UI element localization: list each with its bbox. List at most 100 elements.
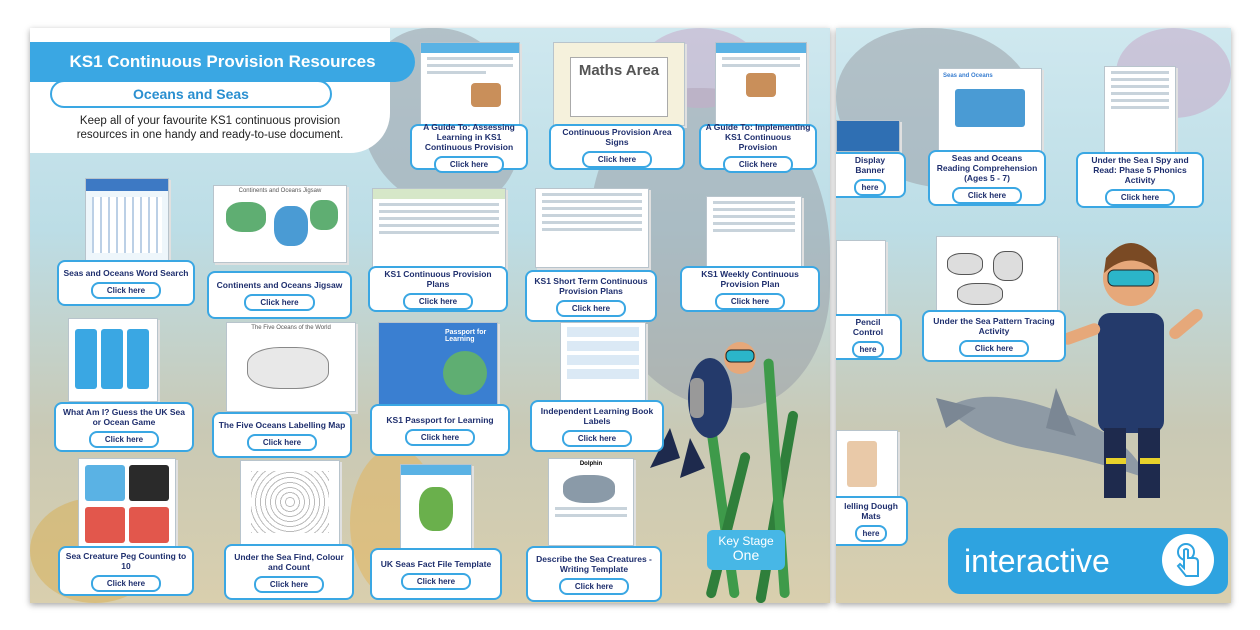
click-here-button[interactable]: Click here — [714, 292, 786, 310]
card-label: KS1 Weekly Continuous Provision Plan Cli… — [680, 266, 820, 312]
card-title: UK Seas Fact File Template — [380, 558, 492, 569]
resource-thumbnail — [836, 240, 886, 316]
card-label: KS1 Passport for Learning Click here — [370, 404, 510, 456]
resource-thumbnail: The Five Oceans of the World — [226, 322, 356, 412]
resource-thumbnail: Maths Area — [553, 42, 685, 126]
logo-line-2: One — [732, 547, 760, 563]
click-here-button[interactable]: Click here — [90, 281, 162, 299]
resource-thumbnail — [535, 188, 649, 268]
click-here-button[interactable]: here — [854, 524, 888, 542]
click-here-button[interactable]: Click here — [244, 293, 315, 311]
click-here-button[interactable]: Click here — [400, 572, 472, 590]
click-here-button[interactable]: Click here — [253, 575, 325, 593]
card-title: What Am I? Guess the UK Sea or Ocean Gam… — [62, 406, 185, 427]
resource-thumbnail — [1104, 66, 1176, 154]
page-subtitle: Oceans and Seas — [50, 80, 332, 108]
resource-thumbnail — [936, 236, 1058, 314]
resource-thumbnail — [560, 322, 646, 406]
card-label: Independent Learning Book Labels Click h… — [530, 400, 664, 452]
thumb-heading: Seas and Oceans — [943, 73, 993, 79]
resource-thumbnail — [836, 120, 900, 152]
card-title: KS1 Weekly Continuous Provision Plan — [701, 268, 799, 289]
resource-thumbnail — [240, 460, 340, 546]
resource-thumbnail: Passport for Learning — [378, 322, 498, 406]
card-title: Pencil Control — [852, 316, 884, 337]
resource-thumbnail — [706, 196, 802, 268]
card-title: Continuous Provision Area Signs — [562, 126, 672, 147]
card-label: Under the Sea I Spy and Read: Phase 5 Ph… — [1076, 152, 1204, 208]
page-title: KS1 Continuous Provision Resources — [30, 42, 415, 82]
card-title: Under the Sea Find, Colour and Count — [234, 551, 344, 572]
click-here-button[interactable]: Click here — [555, 299, 627, 317]
click-here-button[interactable]: Click here — [433, 155, 505, 173]
card-title: A Guide To: Assessing Learning in KS1 Co… — [423, 121, 515, 152]
card-title: Describe the Sea Creatures - Writing Tem… — [536, 553, 652, 574]
interactive-label: interactive — [964, 542, 1110, 579]
click-here-button[interactable]: Click here — [722, 155, 794, 173]
resource-thumbnail — [68, 318, 158, 402]
card-label: Describe the Sea Creatures - Writing Tem… — [526, 546, 662, 602]
intro-text: Keep all of your favourite KS1 continuou… — [76, 115, 344, 141]
card-label: Continuous Provision Area Signs Click he… — [549, 124, 685, 170]
click-here-button[interactable]: Click here — [558, 577, 630, 595]
card-title: A Guide To: Implementing KS1 Continuous … — [705, 121, 811, 152]
resource-thumbnail: Seas and Oceans — [938, 68, 1042, 152]
card-title: KS1 Continuous Provision Plans — [384, 268, 492, 289]
resource-thumbnail — [78, 458, 176, 550]
scuba-diver-illustration — [650, 342, 756, 478]
card-label: What Am I? Guess the UK Sea or Ocean Gam… — [54, 402, 194, 452]
resource-thumbnail — [85, 178, 169, 262]
card-title: Display Banner — [854, 154, 886, 175]
card-label: Display Banner here — [836, 152, 906, 198]
thumb-heading: Dolphin — [579, 461, 603, 467]
card-title: Seas and Oceans Word Search — [63, 267, 189, 278]
thumb-heading: The Five Oceans of the World — [251, 325, 331, 331]
click-here-button[interactable]: Click here — [404, 428, 476, 446]
card-label: Under the Sea Pattern Tracing Activity C… — [922, 310, 1066, 362]
card-title: KS1 Short Term Continuous Provision Plan… — [534, 275, 648, 296]
card-label: Sea Creature Peg Counting to 10 Click he… — [58, 546, 194, 596]
click-here-button[interactable]: Click here — [958, 339, 1030, 357]
card-label: Pencil Control here — [836, 314, 902, 360]
card-title: KS1 Passport for Learning — [386, 414, 494, 425]
card-label: Continents and Oceans Jigsaw Click here — [207, 271, 352, 319]
click-here-button[interactable]: Click here — [246, 433, 318, 451]
card-label: The Five Oceans Labelling Map Click here — [212, 412, 352, 458]
card-label: KS1 Continuous Provision Plans Click her… — [368, 266, 508, 312]
click-here-button[interactable]: Click here — [90, 574, 162, 592]
card-label: lelling Dough Mats here — [836, 496, 908, 546]
logo-line-1: Key Stage — [718, 534, 774, 548]
click-here-button[interactable]: Click here — [402, 292, 474, 310]
maths-area-sign: Maths Area — [570, 57, 668, 117]
card-title: The Five Oceans Labelling Map — [218, 419, 346, 430]
shark-illustration — [936, 388, 1146, 478]
card-title: Continents and Oceans Jigsaw — [216, 279, 343, 290]
tap-hand-icon — [1162, 534, 1214, 586]
card-label: Seas and Oceans Reading Comprehension (A… — [928, 150, 1046, 206]
card-title: Seas and Oceans Reading Comprehension (A… — [936, 152, 1038, 183]
click-here-button[interactable]: Click here — [951, 186, 1023, 204]
click-here-button[interactable]: Click here — [1104, 188, 1176, 206]
resource-thumbnail — [372, 188, 506, 268]
card-label: Under the Sea Find, Colour and Count Cli… — [224, 544, 354, 600]
card-title: Under the Sea Pattern Tracing Activity — [933, 315, 1055, 336]
click-here-button[interactable]: here — [853, 178, 887, 196]
thumb-heading: Continents and Oceans Jigsaw — [238, 188, 322, 194]
click-here-button[interactable]: Click here — [561, 429, 633, 447]
card-title: Under the Sea I Spy and Read: Phase 5 Ph… — [1091, 154, 1189, 185]
key-stage-one-logo: Key Stage One — [707, 530, 785, 570]
card-label: Seas and Oceans Word Search Click here — [57, 260, 195, 306]
resource-thumbnail — [400, 464, 472, 550]
card-title: lelling Dough Mats — [844, 500, 898, 521]
click-here-button[interactable]: here — [851, 340, 885, 358]
resource-thumbnail — [420, 42, 520, 126]
resource-thumbnail: Dolphin — [548, 458, 634, 546]
click-here-button[interactable]: Click here — [581, 150, 653, 168]
resource-thumbnail — [836, 430, 898, 498]
interactive-badge: interactive — [948, 528, 1228, 594]
card-label: UK Seas Fact File Template Click here — [370, 548, 502, 600]
card-label: A Guide To: Implementing KS1 Continuous … — [699, 121, 817, 173]
card-label: A Guide To: Assessing Learning in KS1 Co… — [410, 121, 528, 173]
click-here-button[interactable]: Click here — [88, 430, 160, 448]
thumb-heading: Passport for Learning — [445, 329, 487, 343]
